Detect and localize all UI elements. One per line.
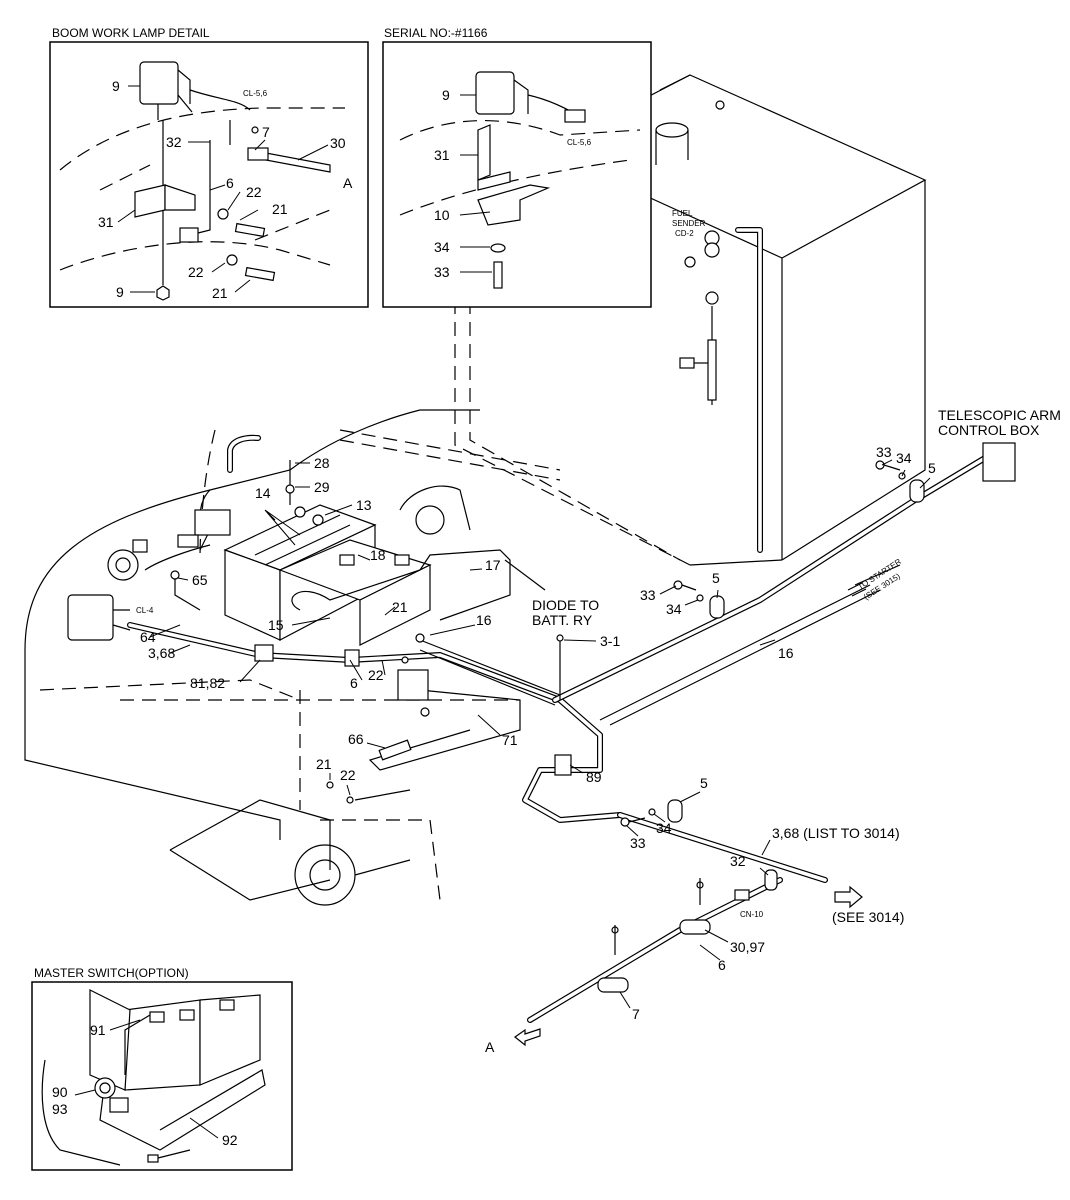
part-number: 15 — [268, 617, 284, 633]
part-callouts: 9 32 7 30 6 22 21 31 22 21 9 9 31 10 34 … — [52, 78, 936, 1148]
part-number: 34 — [434, 239, 450, 255]
part-number: 34 — [656, 820, 672, 836]
part-number: 22 — [340, 767, 356, 783]
leader-lines — [74, 85, 931, 1139]
part-number: 31 — [434, 147, 450, 163]
fuel-tank — [454, 74, 927, 566]
part-number: 6 — [350, 675, 358, 691]
part-number: 16 — [778, 645, 794, 661]
part-number: 93 — [52, 1101, 68, 1117]
note-see-3014: (SEE 3014) — [832, 909, 904, 925]
part-number: 10 — [434, 207, 450, 223]
connector-label: CL-5,6 — [567, 138, 592, 147]
part-number: 34 — [896, 450, 912, 466]
part-number: 5 — [712, 570, 720, 586]
connector-label: CL-5,6 — [243, 89, 268, 98]
part-number: 16 — [476, 612, 492, 628]
note-diode: BATT. RY — [532, 612, 593, 628]
part-number: 33 — [640, 587, 656, 603]
machine-frame — [24, 409, 561, 906]
main-harness: CL-4 — [67, 227, 988, 1023]
annotation-notes: TELESCOPIC ARM CONTROL BOX DIODE TO BATT… — [532, 407, 1061, 925]
part-number: 21 — [272, 201, 288, 217]
part-number: 22 — [188, 264, 204, 280]
part-number: 13 — [356, 497, 372, 513]
part-number: 89 — [586, 769, 602, 785]
fuel-sender-label: CD-2 — [675, 229, 694, 238]
part-number: 5 — [700, 775, 708, 791]
part-number: 31 — [98, 214, 114, 230]
note-telescopic: TELESCOPIC ARM — [938, 407, 1061, 423]
part-number: 9 — [442, 87, 450, 103]
part-number: 22 — [246, 184, 262, 200]
part-number: 17 — [485, 557, 501, 573]
part-number: 28 — [314, 455, 330, 471]
fuel-sender-label: SENDER — [672, 219, 706, 228]
part-number: 64 — [140, 629, 156, 645]
part-number: 9 — [116, 284, 124, 300]
fuel-sender: FUEL SENDER CD-2 — [672, 209, 720, 405]
fuel-sender-label: FUEL — [672, 209, 693, 218]
part-number: 92 — [222, 1132, 238, 1148]
part-number: 32 — [730, 853, 746, 869]
part-number: 6 — [226, 175, 234, 191]
panel-title: SERIAL NO:-#1166 — [384, 26, 488, 40]
part-number: 33 — [434, 264, 450, 280]
master-switch-panel: MASTER SWITCH(OPTION) — [31, 966, 293, 1171]
part-number: 91 — [90, 1022, 106, 1038]
part-number: 21 — [392, 599, 408, 615]
part-number: 21 — [212, 285, 228, 301]
part-number: 34 — [666, 601, 682, 617]
part-number: 65 — [192, 572, 208, 588]
tank-clamps — [597, 442, 1016, 993]
part-number: 3,68 (LIST TO 3014) — [772, 825, 900, 841]
part-number: 3,68 — [148, 645, 175, 661]
connector-label: CN-10 — [740, 910, 764, 919]
panel-title: BOOM WORK LAMP DETAIL — [52, 26, 210, 40]
batteries — [223, 460, 432, 646]
connector-label: CL-4 — [136, 606, 154, 615]
part-number: 29 — [314, 479, 330, 495]
part-number: 7 — [262, 124, 270, 140]
part-number: 18 — [370, 547, 386, 563]
part-number: 22 — [368, 667, 384, 683]
panel-title: MASTER SWITCH(OPTION) — [34, 966, 189, 980]
part-number: 30,97 — [730, 939, 765, 955]
part-number: 32 — [166, 134, 182, 150]
note-diode: DIODE TO — [532, 597, 599, 613]
part-number: 3-1 — [600, 633, 620, 649]
part-number: 14 — [255, 485, 271, 501]
note-telescopic: CONTROL BOX — [938, 422, 1040, 438]
part-number: 90 — [52, 1084, 68, 1100]
part-number: 6 — [718, 957, 726, 973]
part-number: 30 — [330, 135, 346, 151]
part-number: 21 — [316, 756, 332, 772]
boom-lamp-detail-panel: BOOM WORK LAMP DETAIL CL-5,6 A — [49, 26, 369, 308]
part-number: 5 — [928, 460, 936, 476]
arrow-a-label: A — [485, 1039, 495, 1055]
part-number: 33 — [876, 444, 892, 460]
part-number: 81,82 — [190, 675, 225, 691]
part-number: 33 — [630, 835, 646, 851]
part-number: 9 — [112, 78, 120, 94]
serial-detail-panel: SERIAL NO:-#1166 CL-5,6 — [382, 26, 652, 308]
arrow-a-label: A — [343, 175, 353, 191]
part-number: 66 — [348, 731, 364, 747]
part-number: 7 — [632, 1006, 640, 1022]
part-number: 71 — [502, 732, 518, 748]
